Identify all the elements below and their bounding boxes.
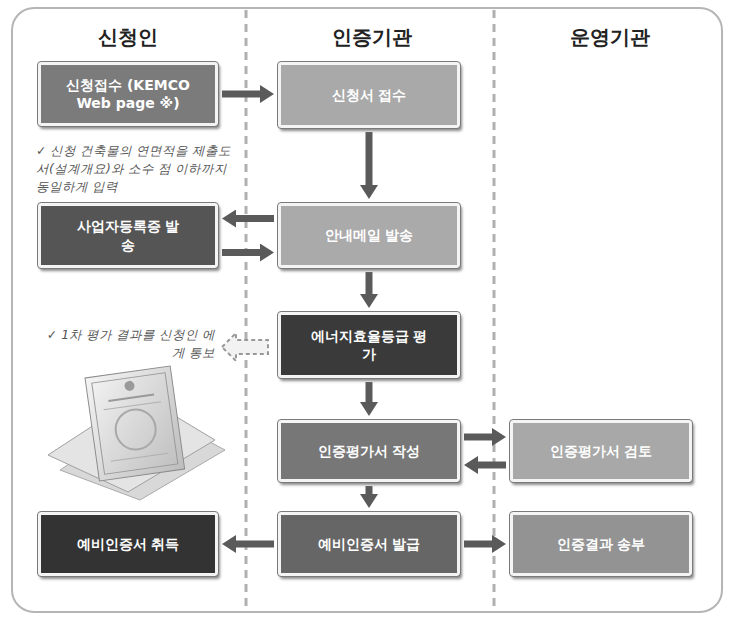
box-label: 예비인증서 취득 bbox=[77, 535, 180, 553]
box-label: 인증평가서 작성 bbox=[318, 442, 421, 460]
column-divider bbox=[245, 10, 248, 610]
process-box: 예비인증서 취득 bbox=[38, 512, 218, 576]
box-label: 인증평가서 검토 bbox=[550, 442, 653, 460]
flow-arrow bbox=[464, 434, 492, 441]
flow-arrow bbox=[366, 132, 373, 185]
process-box: 인증평가서 작성 bbox=[278, 420, 460, 482]
process-box: 사업자등록증 발송 bbox=[38, 203, 218, 268]
box-label: 사업자등록증 발송 bbox=[73, 217, 183, 253]
box-label: 에너지효율등급 평가 bbox=[304, 327, 434, 363]
column-header: 운영기관 bbox=[548, 24, 672, 51]
process-box: 신청접수 (KEMCO Web page ※) bbox=[38, 62, 218, 126]
note-text: ✓ 1차 평가 결과를 신청인 에게 통보 bbox=[40, 326, 215, 362]
flow-arrow bbox=[478, 462, 506, 469]
column-divider bbox=[493, 10, 496, 610]
note-text: ✓ 신청 건축물의 연면적을 제출도서(설계개요)와 소수 점 이하까지 동일하… bbox=[36, 142, 236, 196]
certificate-illustration bbox=[48, 366, 225, 500]
flow-arrow bbox=[236, 215, 274, 222]
process-box: 안내메일 발송 bbox=[278, 203, 460, 268]
column-header: 신청인 bbox=[68, 24, 188, 51]
column-header: 인증기관 bbox=[310, 24, 434, 51]
flow-arrow bbox=[236, 541, 274, 548]
notice-arrow bbox=[222, 333, 268, 361]
flow-arrow bbox=[366, 272, 373, 294]
flow-arrow bbox=[366, 486, 373, 494]
process-box: 에너지효율등급 평가 bbox=[278, 312, 460, 378]
box-label: 신청접수 (KEMCO Web page ※) bbox=[62, 76, 194, 112]
outer-frame bbox=[12, 8, 722, 612]
box-label: 신청서 접수 bbox=[332, 86, 407, 104]
process-box: 인증평가서 검토 bbox=[510, 420, 692, 482]
process-box: 인증결과 송부 bbox=[510, 512, 692, 576]
box-label: 인증결과 송부 bbox=[557, 535, 646, 553]
box-label: 안내메일 발송 bbox=[325, 226, 414, 244]
flow-arrow bbox=[366, 382, 373, 402]
flow-arrow bbox=[222, 249, 260, 256]
flow-arrow bbox=[464, 541, 492, 548]
box-label: 예비인증서 발급 bbox=[318, 535, 421, 553]
flow-arrow bbox=[222, 91, 260, 98]
process-box: 신청서 접수 bbox=[278, 62, 460, 128]
process-box: 예비인증서 발급 bbox=[278, 512, 460, 576]
